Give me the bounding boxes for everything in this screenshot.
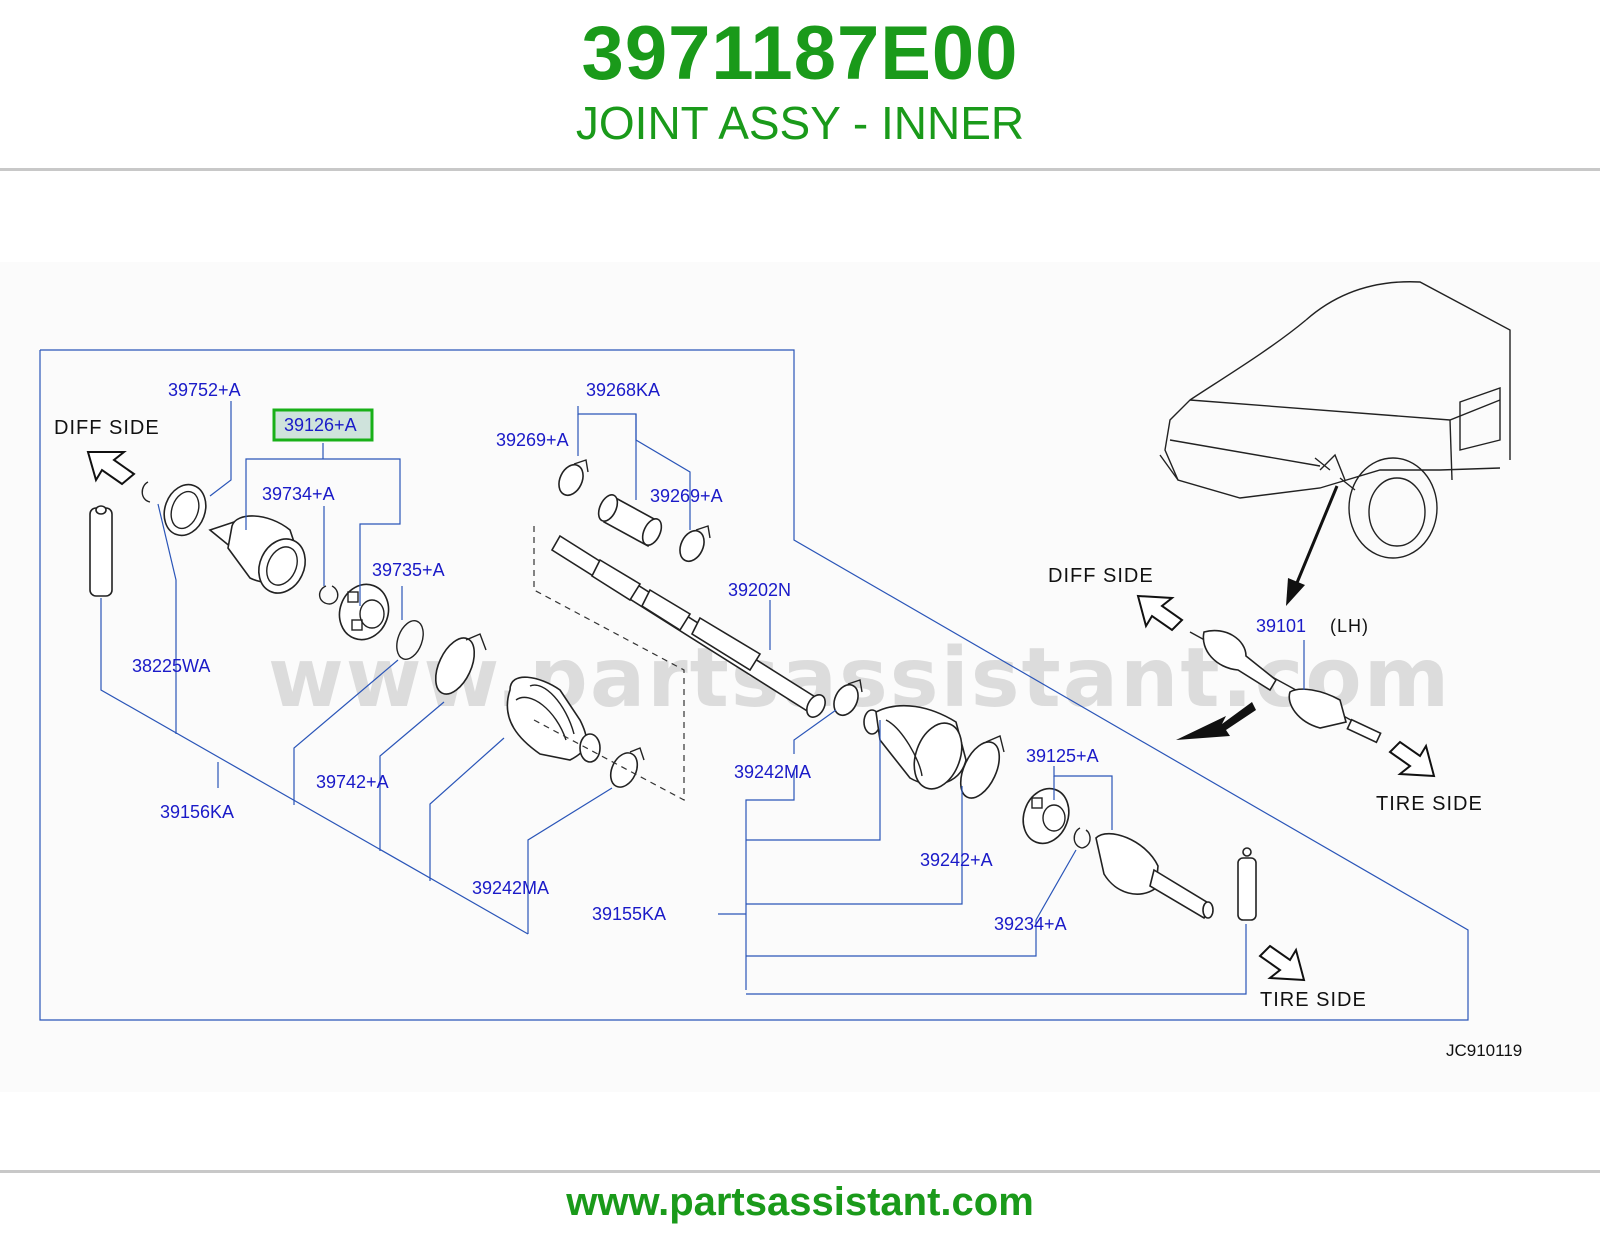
parts-diagram: www.partsassistant.com — [39, 281, 1522, 1060]
tire-side-arrow-bottom — [1258, 944, 1306, 982]
part-label-39242a[interactable]: 39242+A — [920, 850, 993, 870]
part-number-title: 3971187E00 — [581, 11, 1019, 96]
part-label-39126-highlighted[interactable]: 39126+A — [284, 415, 357, 435]
footer-divider — [0, 1170, 1600, 1173]
part-snap-ring-right — [1073, 827, 1091, 849]
part-label-39742[interactable]: 39742+A — [316, 772, 389, 792]
tire-side-arrow-solid — [1176, 702, 1256, 740]
diff-side-arrow-car — [1136, 594, 1184, 632]
part-name-subtitle: JOINT ASSY - INNER — [575, 97, 1025, 149]
part-label-39268[interactable]: 39268KA — [586, 380, 660, 400]
part-label-39242ma-right[interactable]: 39242MA — [734, 762, 811, 782]
part-label-39234[interactable]: 39234+A — [994, 914, 1067, 934]
part-label-39202[interactable]: 39202N — [728, 580, 791, 600]
highlighted-part-box — [272, 408, 374, 442]
part-label-39156[interactable]: 39156KA — [160, 802, 234, 822]
part-label-39269-top[interactable]: 39269+A — [496, 430, 569, 450]
diagram-frame — [39, 349, 1469, 1021]
car-illustration — [1159, 281, 1511, 559]
part-spider-assembly — [338, 583, 390, 641]
tire-side-arrow-car — [1388, 740, 1436, 778]
part-snap-ring-mid — [319, 585, 339, 605]
leader-lines — [100, 401, 1305, 995]
part-damper-band-right — [679, 525, 711, 563]
part-boot-inner — [506, 676, 601, 763]
part-label-39242ma-left[interactable]: 39242MA — [472, 878, 549, 898]
part-inner-joint-housing — [208, 515, 306, 594]
part-boot-band-small-left — [609, 747, 645, 788]
part-drive-shaft — [550, 534, 826, 718]
part-label-39752[interactable]: 39752+A — [168, 380, 241, 400]
part-spider-assembly-right — [1022, 787, 1070, 845]
part-outer-joint-housing — [1095, 833, 1214, 920]
driveshaft-assembly-illustration — [1189, 629, 1382, 744]
pointer-arrow-line — [1292, 485, 1339, 591]
shaft-dashed-bracket — [533, 526, 685, 801]
part-snap-ring-large — [396, 620, 424, 660]
tire-side-label-bottom: TIRE SIDE — [1260, 989, 1367, 1011]
diff-side-label-car: DIFF SIDE — [1048, 565, 1154, 587]
part-boot-band-stick-right — [1237, 847, 1257, 921]
pointer-arrowhead — [1286, 578, 1305, 606]
assembly-side-label: (LH) — [1330, 616, 1369, 636]
footer-website-link[interactable]: www.partsassistant.com — [566, 1180, 1034, 1224]
tire-side-label-car: TIRE SIDE — [1376, 793, 1483, 815]
part-label-39735[interactable]: 39735+A — [372, 560, 445, 580]
diagram-code: JC910119 — [1446, 1041, 1522, 1060]
part-dynamic-damper — [597, 494, 663, 548]
parts-diagram-area: www.partsassistant.com — [0, 262, 1600, 1092]
part-label-39125[interactable]: 39125+A — [1026, 746, 1099, 766]
part-snap-ring-small — [141, 481, 151, 503]
part-label-39734[interactable]: 39734+A — [262, 484, 335, 504]
part-label-38225[interactable]: 38225WA — [132, 656, 210, 676]
part-damper-band-top — [558, 459, 589, 497]
part-boot-band-stick — [89, 505, 113, 597]
part-seal-ring — [163, 483, 207, 537]
assembly-number-label[interactable]: 39101 — [1256, 616, 1306, 636]
part-boot-band-large-right — [959, 735, 1005, 799]
part-boot-outer — [863, 704, 967, 790]
part-label-39155[interactable]: 39155KA — [592, 904, 666, 924]
part-boot-band-small-right — [833, 679, 863, 717]
header-divider — [0, 168, 1600, 171]
page-header: 3971187E00 JOINT ASSY - INNER — [0, 0, 1600, 170]
part-label-39269-right[interactable]: 39269+A — [650, 486, 723, 506]
diff-side-arrow-left — [86, 451, 136, 486]
part-boot-band-large — [434, 633, 487, 695]
diff-side-label-left: DIFF SIDE — [54, 417, 160, 439]
